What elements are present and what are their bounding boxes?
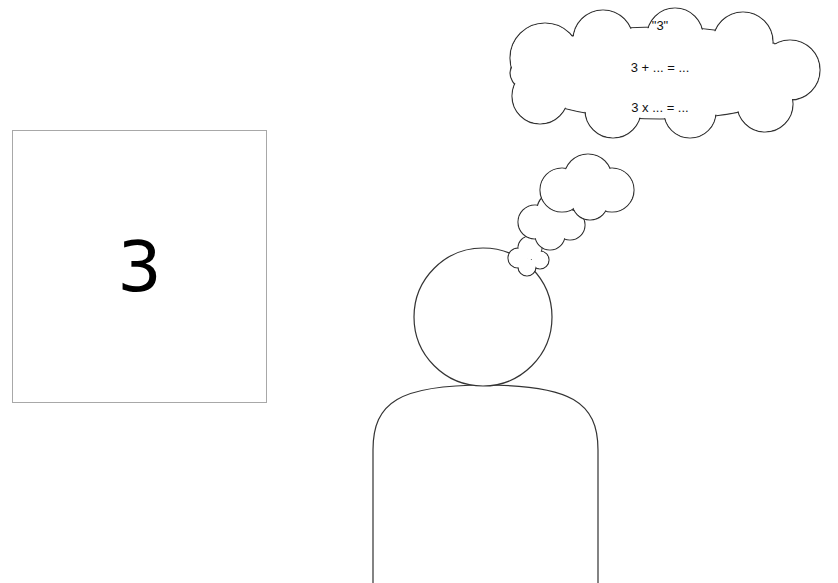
cloud-fill xyxy=(536,221,565,250)
thought-text: 3 + ... = ... xyxy=(485,60,835,76)
digit-card: 3 xyxy=(12,130,267,403)
thought-text: "3" xyxy=(485,18,835,34)
thought-bubbles xyxy=(508,154,634,276)
cloud-fill xyxy=(573,185,608,220)
person-head xyxy=(414,248,552,386)
thought-text: 3 x ... = ... xyxy=(485,100,835,116)
thought-cloud: "3" 3 + ... = ... 3 x ... = ... xyxy=(485,8,835,138)
cloud-fill xyxy=(519,259,536,276)
cloud-shape xyxy=(540,154,634,220)
digit-glyph: 3 xyxy=(13,232,266,302)
person-body xyxy=(373,385,598,583)
